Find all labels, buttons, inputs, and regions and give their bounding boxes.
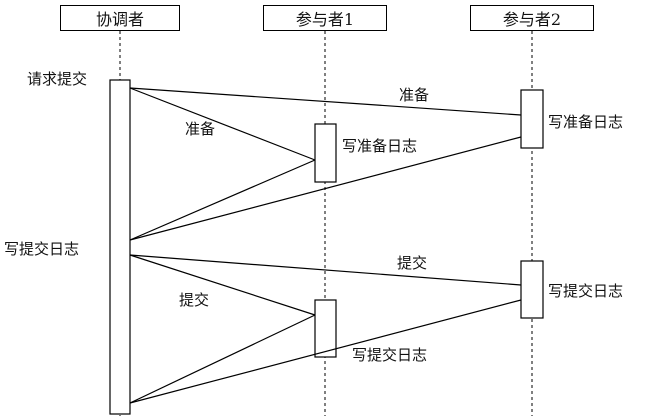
participant1-commit-activation: [314, 299, 337, 358]
coordinator-activation-bar: [109, 79, 131, 415]
participant2-prepared-reply: [129, 136, 522, 241]
participant2-prepare-activation: [520, 89, 544, 149]
commit-message-to-participant1: [129, 254, 316, 316]
participant2-commit-activation: [520, 260, 544, 319]
coordinator-header: 协调者: [60, 5, 180, 31]
participant1-write-prepare-log-label: 写准备日志: [342, 137, 418, 155]
participant2-committed-reply: [129, 299, 522, 404]
participant2-write-commit-log-label: 写提交日志: [548, 282, 624, 300]
participant1-prepare-activation: [314, 123, 337, 183]
prepare-label-participant1: 准备: [185, 120, 216, 138]
coordinator-write-commit-log-label: 写提交日志: [4, 240, 80, 258]
commit-label-participant2: 提交: [397, 254, 428, 272]
participant1-committed-reply: [129, 314, 316, 404]
prepare-label-participant2: 准备: [399, 86, 430, 104]
commit-message-to-participant2: [129, 254, 522, 286]
request-commit-label: 请求提交: [27, 70, 88, 88]
commit-label-participant1: 提交: [179, 291, 210, 309]
participant2-write-prepare-log-label: 写准备日志: [548, 113, 624, 131]
participant2-header: 参与者2: [470, 5, 594, 31]
prepare-message-to-participant1: [129, 87, 316, 161]
participant1-write-commit-log-label: 写提交日志: [352, 346, 428, 364]
participant1-header: 参与者1: [263, 5, 387, 31]
participant1-prepared-reply: [129, 159, 316, 241]
prepare-message-to-participant2: [129, 87, 522, 116]
